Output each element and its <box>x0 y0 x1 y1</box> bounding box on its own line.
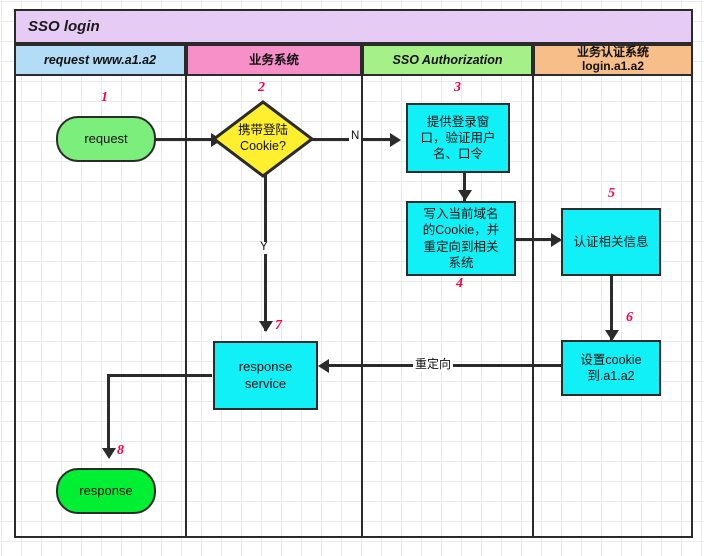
edge-label-yes: Y <box>258 241 270 254</box>
connector-authinfo-to-setcookie <box>610 276 613 340</box>
step-number-7: 7 <box>275 318 282 333</box>
node-set-cookie[interactable]: 设置cookie 到.a1.a2 <box>561 340 661 396</box>
connector-request-to-decision <box>155 138 213 141</box>
step-number-3: 3 <box>454 80 461 95</box>
arrowhead-responseservice-to-response <box>102 448 116 459</box>
arrowhead-decision-to-responseservice <box>259 321 273 332</box>
edge-label-redirect: 重定向 <box>413 357 454 371</box>
lane-header-request: request www.a1.a2 <box>14 44 186 76</box>
node-auth-info[interactable]: 认证相关信息 <box>561 208 661 276</box>
arrowhead-decision-to-login <box>390 133 401 147</box>
lane-header-business-auth-system: 业务认证系统 login.a1.a2 <box>533 44 693 76</box>
lane-header-business-system: 业务系统 <box>186 44 362 76</box>
connector-login-to-writecookie <box>463 173 466 201</box>
lane-divider-1 <box>185 76 187 537</box>
arrowhead-writecookie-to-authinfo <box>551 233 562 247</box>
node-response-service[interactable]: response service <box>213 341 318 410</box>
arrowhead-login-to-writecookie <box>458 190 472 201</box>
step-number-2: 2 <box>258 80 265 95</box>
connector-responseservice-left <box>107 374 212 377</box>
step-number-5: 5 <box>608 186 615 201</box>
node-provide-login-window[interactable]: 提供登录窗 口，验证用户 名、口令 <box>406 103 510 173</box>
lane-header-sso-authorization: SSO Authorization <box>362 44 533 76</box>
node-request[interactable]: request <box>56 116 156 162</box>
diamond-shape-icon <box>212 100 314 178</box>
connector-writecookie-to-authinfo <box>516 238 560 241</box>
node-response[interactable]: response <box>56 468 156 514</box>
step-number-4: 4 <box>456 276 463 291</box>
edge-label-no: N <box>349 130 362 143</box>
connector-responseservice-down <box>107 374 110 456</box>
step-number-8: 8 <box>117 443 124 458</box>
lane-divider-2 <box>361 76 363 537</box>
lane-divider-3 <box>532 76 534 537</box>
pool-title: SSO login <box>14 9 693 44</box>
arrowhead-setcookie-to-responseservice <box>318 359 329 373</box>
node-write-cookie-redirect[interactable]: 写入当前域名 的Cookie，并 重定向到相关 系统 <box>406 201 516 276</box>
step-number-6: 6 <box>626 310 633 325</box>
arrowhead-authinfo-to-setcookie <box>605 330 619 341</box>
step-number-1: 1 <box>101 90 108 105</box>
node-decision-cookie[interactable]: 携带登陆 Cookie? <box>212 100 314 178</box>
